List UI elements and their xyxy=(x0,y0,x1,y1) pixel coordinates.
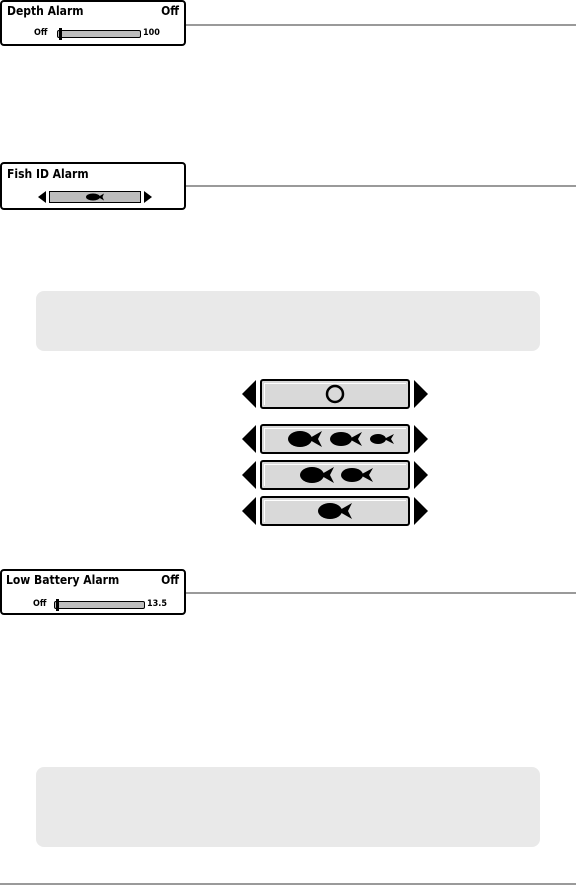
right-arrow-icon[interactable] xyxy=(414,461,428,489)
fish-id-selector[interactable] xyxy=(49,191,141,203)
fish-size-option-all[interactable] xyxy=(260,424,410,454)
depth-alarm-title: Depth Alarm xyxy=(7,4,84,18)
low-battery-alarm-title: Low Battery Alarm xyxy=(6,573,120,587)
left-arrow-icon[interactable] xyxy=(242,497,256,525)
left-arrow-icon[interactable] xyxy=(38,191,46,203)
depth-alarm-menu[interactable]: Depth Alarm Off Off 100 xyxy=(0,0,186,46)
left-arrow-icon[interactable] xyxy=(242,425,256,453)
right-arrow-icon[interactable] xyxy=(144,191,152,203)
note-box xyxy=(36,767,540,847)
fish-all-sizes-icon xyxy=(288,431,394,447)
low-battery-alarm-value: Off xyxy=(161,573,179,587)
depth-alarm-slider[interactable] xyxy=(57,28,141,40)
depth-alarm-value: Off xyxy=(161,4,179,18)
fish-icon xyxy=(86,193,104,201)
fish-size-option-circle[interactable] xyxy=(260,379,410,409)
low-battery-leader-line xyxy=(186,592,576,594)
right-arrow-icon[interactable] xyxy=(414,380,428,408)
right-arrow-icon[interactable] xyxy=(414,497,428,525)
low-battery-alarm-max-label: 13.5 xyxy=(147,599,167,609)
left-arrow-icon[interactable] xyxy=(242,461,256,489)
fish-id-alarm-title: Fish ID Alarm xyxy=(7,167,89,181)
fish-id-leader-line xyxy=(186,185,576,187)
fish-medium-large-icon xyxy=(300,467,373,483)
low-battery-alarm-slider-thumb[interactable] xyxy=(56,599,59,611)
depth-alarm-min-label: Off xyxy=(34,28,48,38)
fish-large-icon xyxy=(318,503,352,519)
fish-size-option-medium-large[interactable] xyxy=(260,460,410,490)
low-battery-alarm-slider[interactable] xyxy=(54,599,145,611)
left-arrow-icon[interactable] xyxy=(242,380,256,408)
depth-alarm-slider-thumb[interactable] xyxy=(59,28,62,40)
note-box xyxy=(36,291,540,351)
depth-alarm-max-label: 100 xyxy=(143,28,160,38)
fish-size-option-large[interactable] xyxy=(260,496,410,526)
page-footer-rule xyxy=(0,883,576,885)
low-battery-alarm-min-label: Off xyxy=(33,599,47,609)
fish-id-alarm-menu[interactable]: Fish ID Alarm xyxy=(0,162,186,210)
circle-icon xyxy=(325,384,345,404)
right-arrow-icon[interactable] xyxy=(414,425,428,453)
low-battery-alarm-menu[interactable]: Low Battery Alarm Off Off 13.5 xyxy=(0,569,186,615)
depth-alarm-leader-line xyxy=(186,24,576,26)
